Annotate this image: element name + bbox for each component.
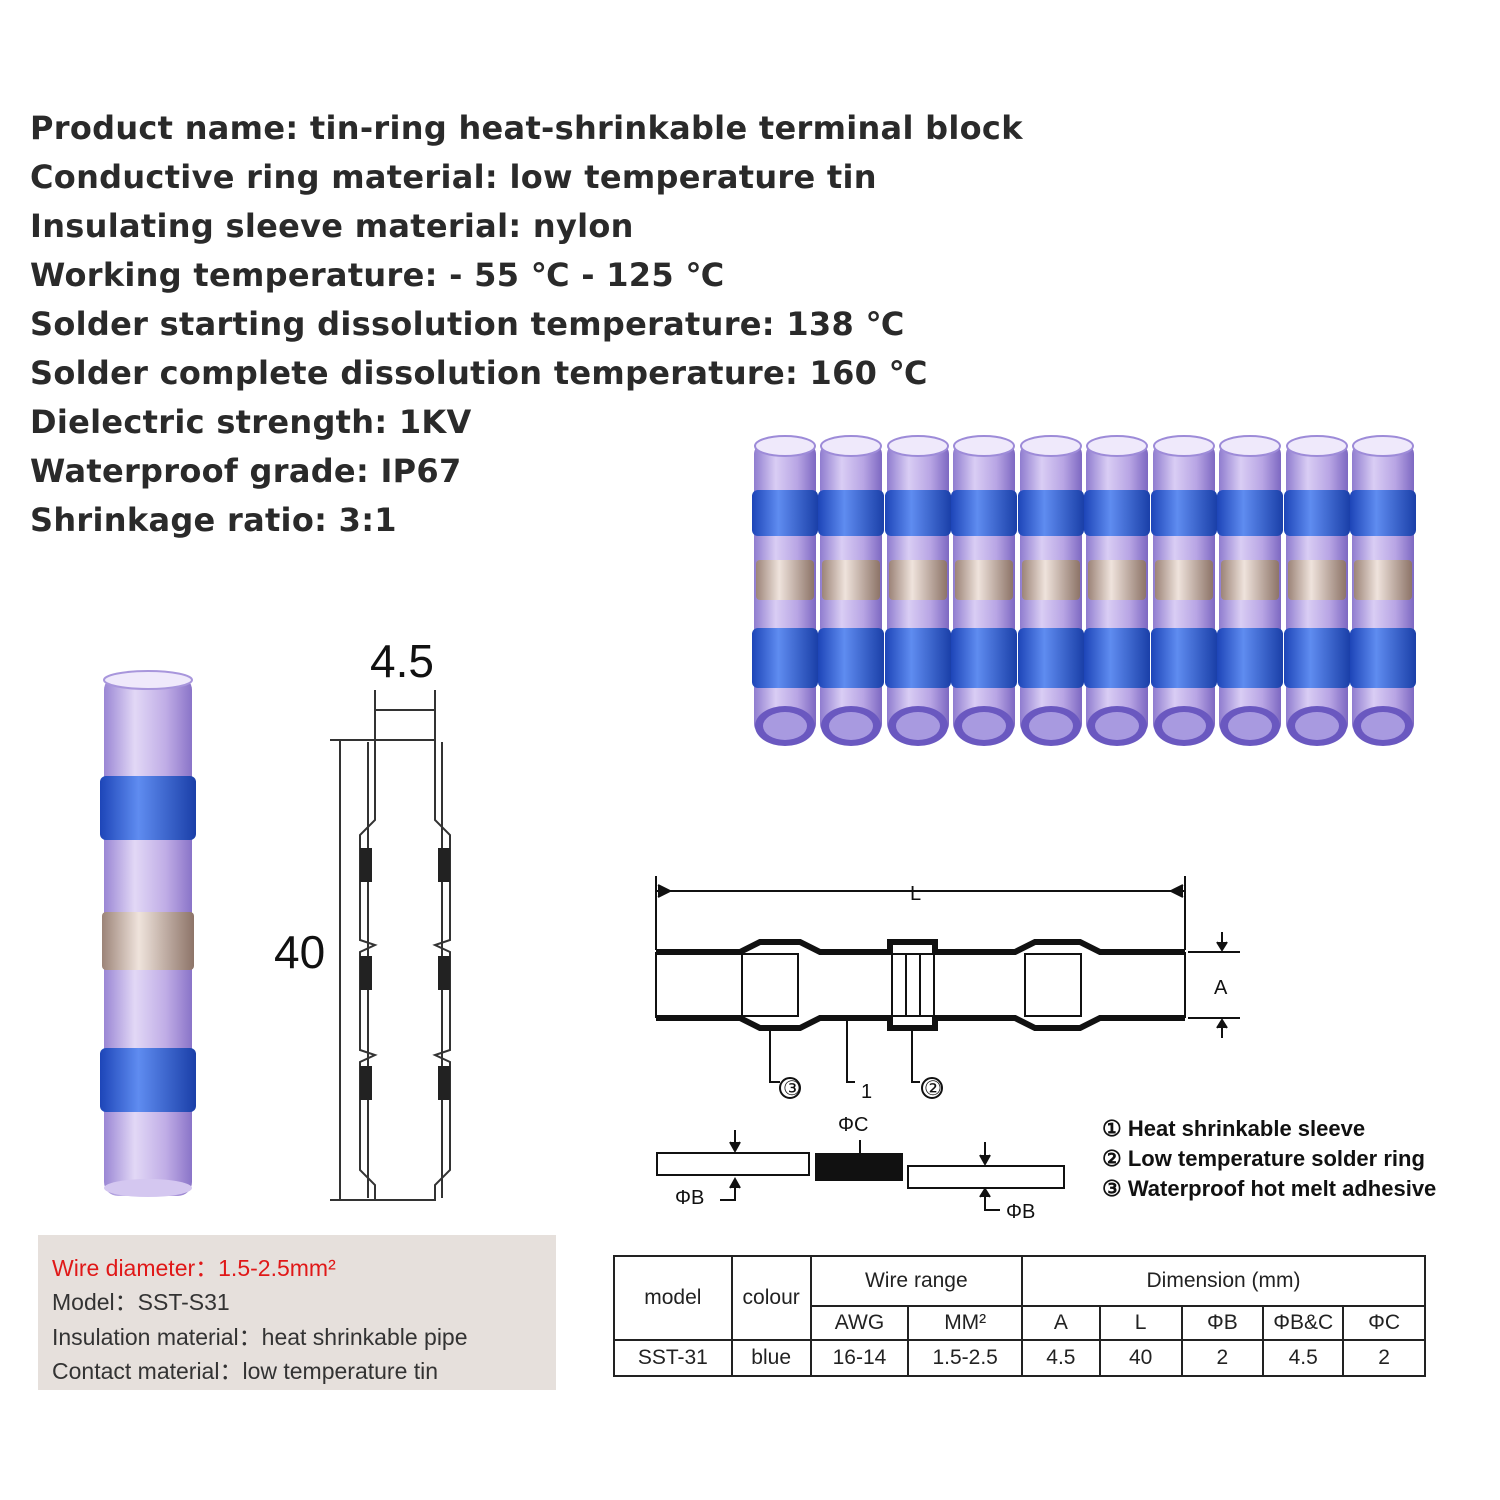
info-box: Wire diameter：1.5-2.5mm² Model：SST-S31 I… [38,1235,556,1390]
spec-waterproof: Waterproof grade: IP67 [30,452,462,490]
phiB-left-label: ΦB [675,1187,704,1209]
cell-awg: 16-14 [809,1339,910,1377]
cell-mm2: 1.5-2.5 [907,1339,1024,1377]
header-awg: AWG [809,1305,910,1341]
L-label: L [910,883,921,905]
table-header-row-2: AWG MM² A L ΦB ΦB&C ΦC [614,1305,1426,1341]
header-phibc: ΦB&C [1262,1305,1345,1341]
model-text: Model：SST-S31 [52,1289,230,1315]
connector-row-photo [751,435,1417,747]
wire-diameter-text: Wire diameter：1.5-2.5mm² [52,1255,336,1281]
cross-section-diagram: L A 1 ③ ② ΦC ΦB ΦB [655,876,1240,1223]
header-wire-range: Wire range [809,1255,1024,1307]
header-mm2: MM² [907,1305,1024,1341]
header-model: model [613,1255,733,1341]
insulation-text: Insulation material：heat shrinkable pipe [52,1324,468,1350]
table-header-row-1: model colour Wire range Dimension (mm) [613,1255,1426,1341]
spec-table: model colour Wire range Dimension (mm) A… [613,1255,1426,1377]
header-colour: colour [730,1255,812,1341]
number-1-label: 1 [861,1081,872,1103]
number-3-label: ③ [783,1078,801,1100]
cell-model: SST-31 [613,1339,733,1377]
phiC-label: ΦC [838,1114,868,1136]
spec-solder-complete: Solder complete dissolution temperature:… [30,354,928,392]
cell-phibc: 4.5 [1262,1339,1345,1377]
legend-item-1: ① Heat shrinkable sleeve [1102,1116,1366,1141]
header-dimension: Dimension (mm) [1021,1255,1426,1307]
header-l: L [1098,1305,1183,1341]
cell-a: 4.5 [1021,1339,1101,1377]
A-label: A [1214,977,1228,999]
spec-conductive-ring: Conductive ring material: low temperatur… [30,158,877,196]
cell-l: 40 [1098,1339,1183,1377]
cell-phib: 2 [1180,1339,1265,1377]
header-a: A [1021,1305,1101,1341]
spec-working-temperature: Working temperature: - 55 ℃ - 125 ℃ [30,256,725,294]
width-dimension-label: 4.5 [370,635,434,687]
spec-list: Product name: tin-ring heat-shrinkable t… [30,104,1023,545]
spec-product-name: Product name: tin-ring heat-shrinkable t… [30,109,1023,147]
cell-phic: 2 [1342,1339,1426,1377]
header-phic: ΦC [1342,1305,1426,1341]
number-2-label: ② [924,1078,942,1100]
length-dimension-label: 40 [274,926,326,978]
spec-shrinkage: Shrinkage ratio: 3:1 [30,501,397,539]
spec-solder-start: Solder starting dissolution temperature:… [30,305,905,343]
spec-insulating-sleeve: Insulating sleeve material: nylon [30,207,634,245]
single-connector-photo [100,670,196,1197]
header-phib: ΦB [1180,1305,1265,1341]
contact-text: Contact material：low temperature tin [52,1358,439,1384]
cell-colour: blue [730,1339,812,1377]
table-row: SST-31 blue 16-14 1.5-2.5 4.5 40 2 4.5 2 [613,1339,1426,1377]
spec-dielectric: Dielectric strength: 1KV [30,403,472,441]
phiB-right-label: ΦB [1006,1201,1035,1223]
legend-item-2: ② Low temperature solder ring [1102,1146,1425,1171]
legend-item-3: ③ Waterproof hot melt adhesive [1102,1176,1437,1201]
dimension-drawing [330,690,451,1201]
